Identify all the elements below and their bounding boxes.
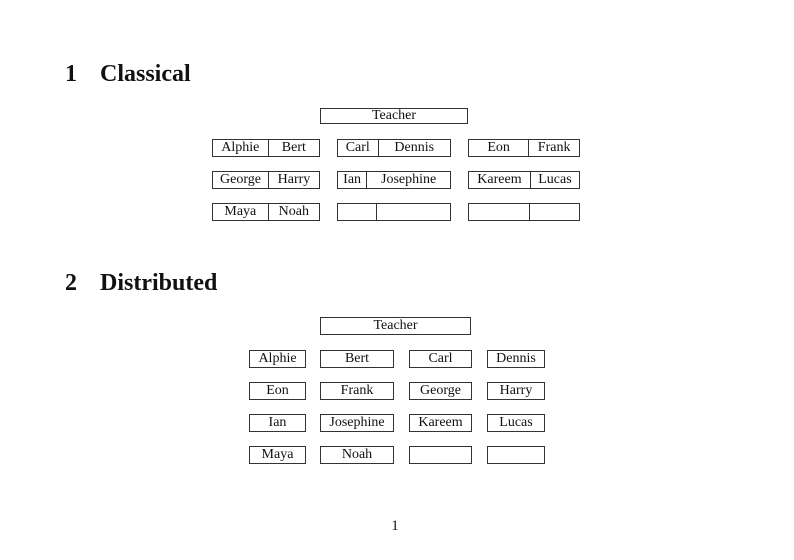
desk-seat-left: George — [213, 172, 269, 188]
desk-seat-left: Maya — [213, 204, 269, 220]
desk-empty — [468, 203, 580, 221]
page-number: 1 — [391, 518, 399, 534]
section-heading-distributed: 2 Distributed — [65, 271, 217, 295]
desk-seat-right: Bert — [281, 140, 306, 155]
student-box: Frank — [320, 382, 394, 400]
student-box: Bert — [320, 350, 394, 368]
student-box: Josephine — [320, 414, 394, 432]
desk-seat-right: Josephine — [381, 172, 437, 187]
student-box: George — [409, 382, 472, 400]
desk-seat-left: Eon — [469, 140, 530, 156]
student-box: Noah — [320, 446, 394, 464]
student-box: Ian — [249, 414, 306, 432]
desk-seat-right: Harry — [277, 172, 311, 187]
teacher-box: Teacher — [320, 108, 468, 124]
student-box-empty — [487, 446, 545, 464]
desk: Maya Noah — [212, 203, 320, 221]
section-title: Distributed — [100, 270, 218, 296]
section-title: Classical — [100, 61, 191, 87]
student-box: Alphie — [249, 350, 306, 368]
desk: Ian Josephine — [337, 171, 451, 189]
section-number: 2 — [65, 270, 77, 296]
desk: Eon Frank — [468, 139, 580, 157]
student-box-empty — [409, 446, 472, 464]
desk-seat-right: Dennis — [394, 140, 435, 155]
desk: Carl Dennis — [337, 139, 451, 157]
desk-seat-right: Noah — [278, 204, 309, 219]
teacher-box: Teacher — [320, 317, 471, 335]
desk-seat-right: Frank — [537, 140, 571, 155]
desk-seat-left — [469, 204, 530, 220]
student-box: Kareem — [409, 414, 472, 432]
desk-seat-right: Lucas — [538, 172, 572, 187]
student-box: Eon — [249, 382, 306, 400]
student-box: Lucas — [487, 414, 545, 432]
desk: Kareem Lucas — [468, 171, 580, 189]
section-heading-classical: 1 Classical — [65, 62, 191, 86]
desk-seat-left: Alphie — [213, 140, 269, 156]
desk-seat-right — [530, 204, 579, 220]
desk-seat-left — [338, 204, 378, 220]
student-box: Carl — [409, 350, 472, 368]
desk-seat-left: Kareem — [469, 172, 531, 188]
desk: Alphie Bert — [212, 139, 320, 157]
desk-seat-left: Ian — [338, 172, 368, 188]
desk-seat-left: Carl — [338, 140, 379, 156]
student-box: Dennis — [487, 350, 545, 368]
desk: George Harry — [212, 171, 320, 189]
section-number: 1 — [65, 61, 77, 87]
desk-empty — [337, 203, 451, 221]
student-box: Maya — [249, 446, 306, 464]
desk-seat-right — [377, 204, 450, 220]
student-box: Harry — [487, 382, 545, 400]
